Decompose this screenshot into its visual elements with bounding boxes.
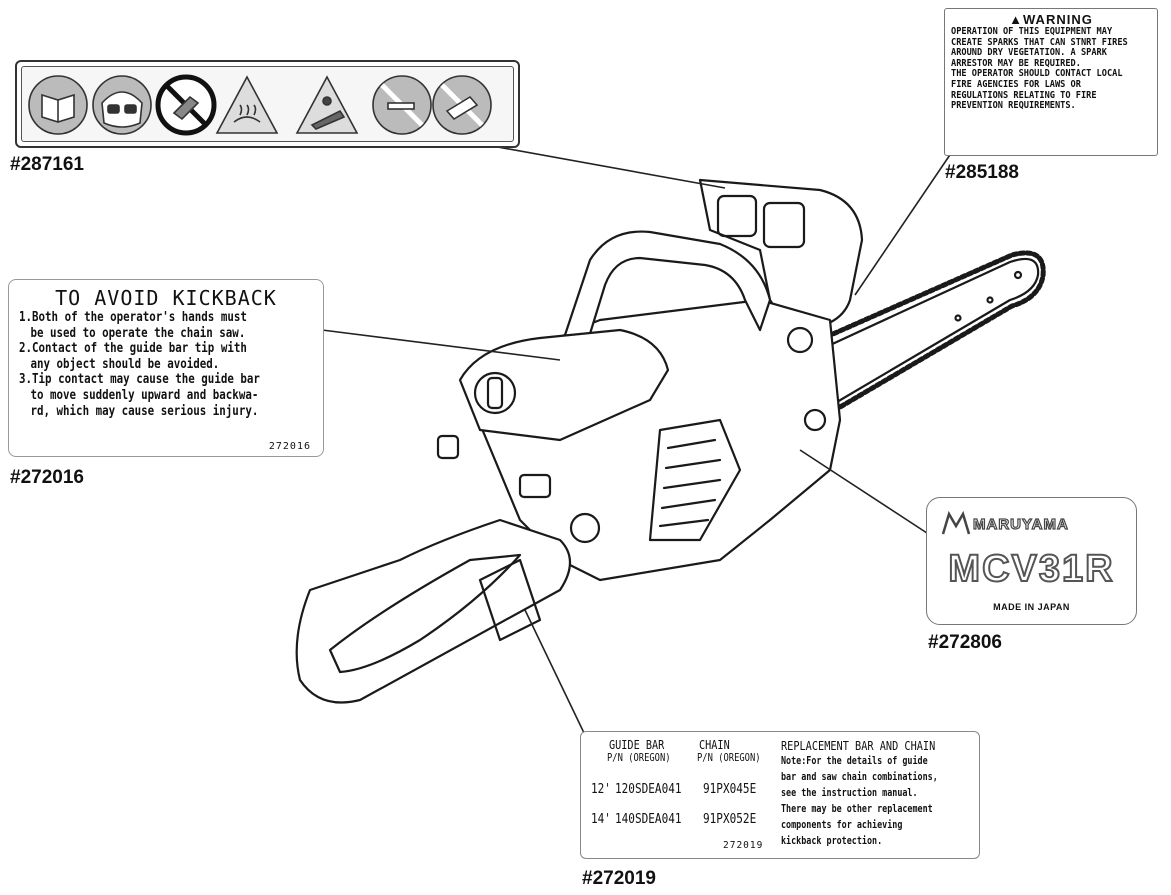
part-number-272016: #272016 [10,467,84,488]
top-cover [458,328,670,442]
part-number-285188: #285188 [945,162,1019,183]
replacement-note-line: components for achieving [781,819,903,831]
kickback-line: 3.Tip contact may cause the guide bar [19,372,260,388]
chain-pn-header: P/N (OREGON) [697,751,761,764]
kickback-line: be used to operate the chain saw. [30,325,246,341]
model-name: MCV31R [947,547,1115,591]
leader-285188 [854,139,961,296]
warning-line: ARRESTOR MAY BE REQUIRED. [951,57,1081,69]
kickback-title: TO AVOID KICKBACK [55,286,277,310]
leader-272806 [799,449,931,536]
brand-logo-text: MARUYAMA [972,515,1069,533]
part-number-272019: #272019 [582,868,656,889]
row-size: 14' [591,812,611,827]
replacement-note-line: kickback protection. [781,835,883,847]
warning-line: FIRE AGENCIES FOR LAWS OR [951,78,1081,90]
saw-chain [805,250,1046,423]
row-bar-pn: 120SDEA041 [615,782,682,797]
replacement-note-line: see the instruction manual. [781,787,918,799]
warning-line: OPERATION OF THIS EQUIPMENT MAY [951,26,1113,37]
replacement-note-line: There may be other replacement [781,803,933,815]
guide-bar-pn-header: P/N (OREGON) [607,751,671,764]
warning-line: PREVENTION REQUIREMENTS. [951,100,1076,112]
rear-handle [295,518,572,704]
kickback-line: 1.Both of the operator's hands must [19,310,247,325]
kickback-line: to move suddenly upward and backwa- [30,387,259,403]
leader-272019 [524,609,586,736]
row-size: 12' [591,782,611,797]
vent-grille [648,418,742,542]
warning-line: THE OPERATOR SHOULD CONTACT LOCAL [951,68,1123,80]
front-handle [558,230,772,352]
warning-line: CREATE SPARKS THAT CAN STNRT FIRES [951,36,1128,48]
leader-272016 [321,329,561,361]
kickback-label: TO AVOID KICKBACK 1.Both of the operator… [8,279,324,457]
replacement-code: 272019 [723,840,764,851]
warning-line: AROUND DRY VEGETATION. A SPARK [951,47,1107,59]
warning-line: REGULATIONS RELATING TO FIRE [951,89,1097,101]
safety-icons-strip [28,74,492,136]
guide-bar-header: GUIDE BAR [609,738,665,752]
brand-label: MARUYAMA MCV31R MADE IN JAPAN [926,497,1137,625]
chain-header: CHAIN [699,738,730,752]
kickback-code: 272016 [268,441,311,452]
maruyama-logo-icon [941,510,971,535]
replacement-note-line: Note:For the details of guide [781,755,928,767]
warning-label: ▲WARNING OPERATION OF THIS EQUIPMENT MAY… [944,8,1158,156]
row-chain-pn: 91PX052E [703,812,757,827]
part-number-272806: #272806 [928,632,1002,653]
row-bar-pn: 140SDEA041 [615,812,682,827]
kickback-line: any object should be avoided. [30,356,220,372]
replacement-note-line: bar and saw chain combinations, [781,771,938,783]
warning-heading: ▲WARNING [1009,12,1093,27]
guide-bar [813,257,1040,414]
part-number-287161: #287161 [10,154,84,175]
kickback-line: 2.Contact of the guide bar tip with [19,341,247,357]
replacement-bar-chain-label: GUIDE BAR P/N (OREGON) CHAIN P/N (OREGON… [580,731,980,859]
replacement-title: REPLACEMENT BAR AND CHAIN [781,738,936,753]
made-in-text: MADE IN JAPAN [993,602,1070,612]
kickback-line: rd, which may cause serious injury. [30,403,259,419]
leader-287161 [469,141,726,189]
row-chain-pn: 91PX045E [703,782,757,797]
safety-icons-label [15,60,520,148]
